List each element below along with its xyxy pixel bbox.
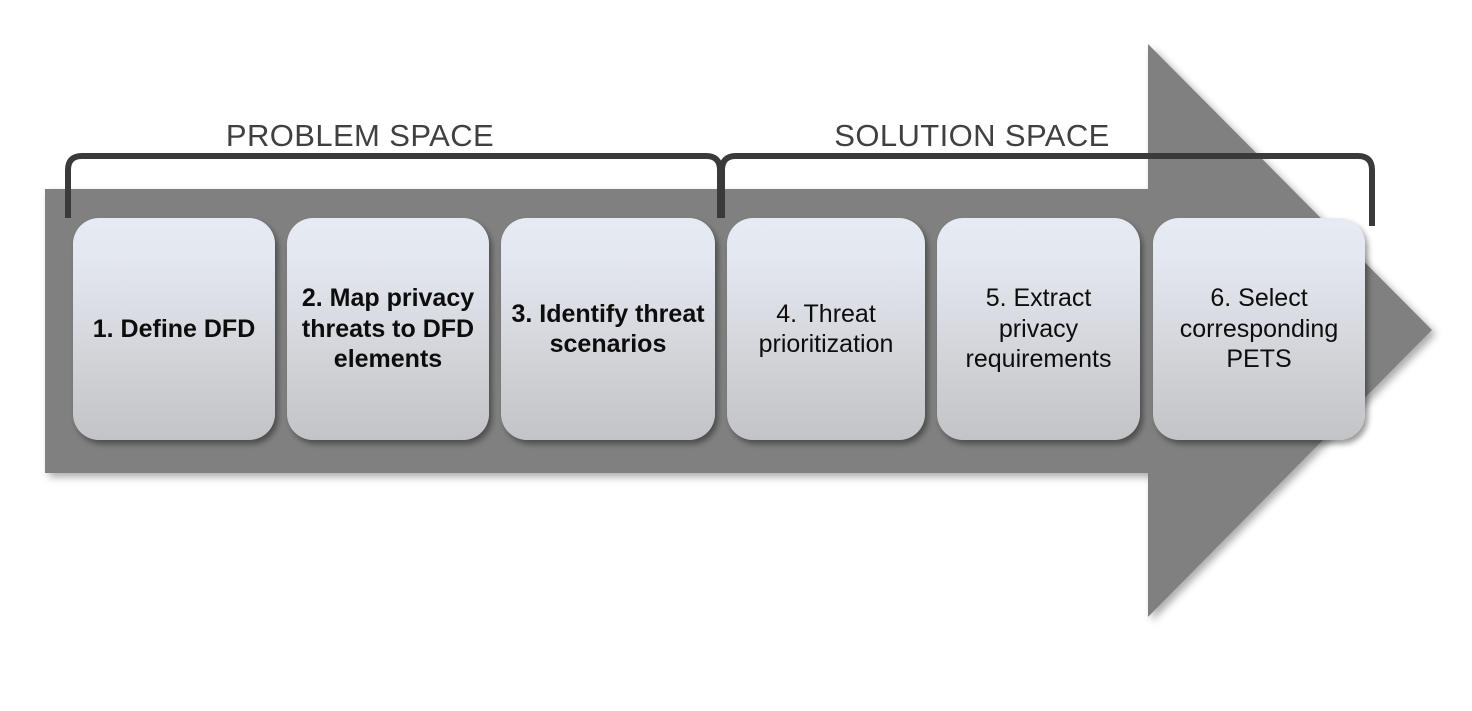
step-box-4-threat-prioritization[interactable]: 4. Threat prioritization [727, 218, 925, 440]
step-box-5-extract-privacy-requirements[interactable]: 5. Extract privacy requirements [937, 218, 1140, 440]
step-box-6-label: 6. Select corresponding PETS [1179, 284, 1339, 374]
step-box-1-define-dfd[interactable]: 1. Define DFD [73, 218, 275, 440]
step-box-2-label: 2. Map privacy threats to DFD elements [301, 284, 475, 374]
step-box-3-label: 3. Identify threat scenarios [511, 299, 705, 359]
section-label-problem-space: PROBLEM SPACE [225, 118, 495, 153]
step-box-6-select-corresponding-pets[interactable]: 6. Select corresponding PETS [1153, 218, 1365, 440]
step-box-4-label: 4. Threat prioritization [758, 299, 894, 359]
step-box-1-label: 1. Define DFD [92, 314, 256, 343]
section-label-solution-space: SOLUTION SPACE [834, 118, 1110, 153]
step-box-3-identify-threat-scenarios[interactable]: 3. Identify threat scenarios [501, 218, 715, 440]
step-box-2-map-privacy-threats[interactable]: 2. Map privacy threats to DFD elements [287, 218, 489, 440]
step-box-5-label: 5. Extract privacy requirements [965, 284, 1112, 374]
